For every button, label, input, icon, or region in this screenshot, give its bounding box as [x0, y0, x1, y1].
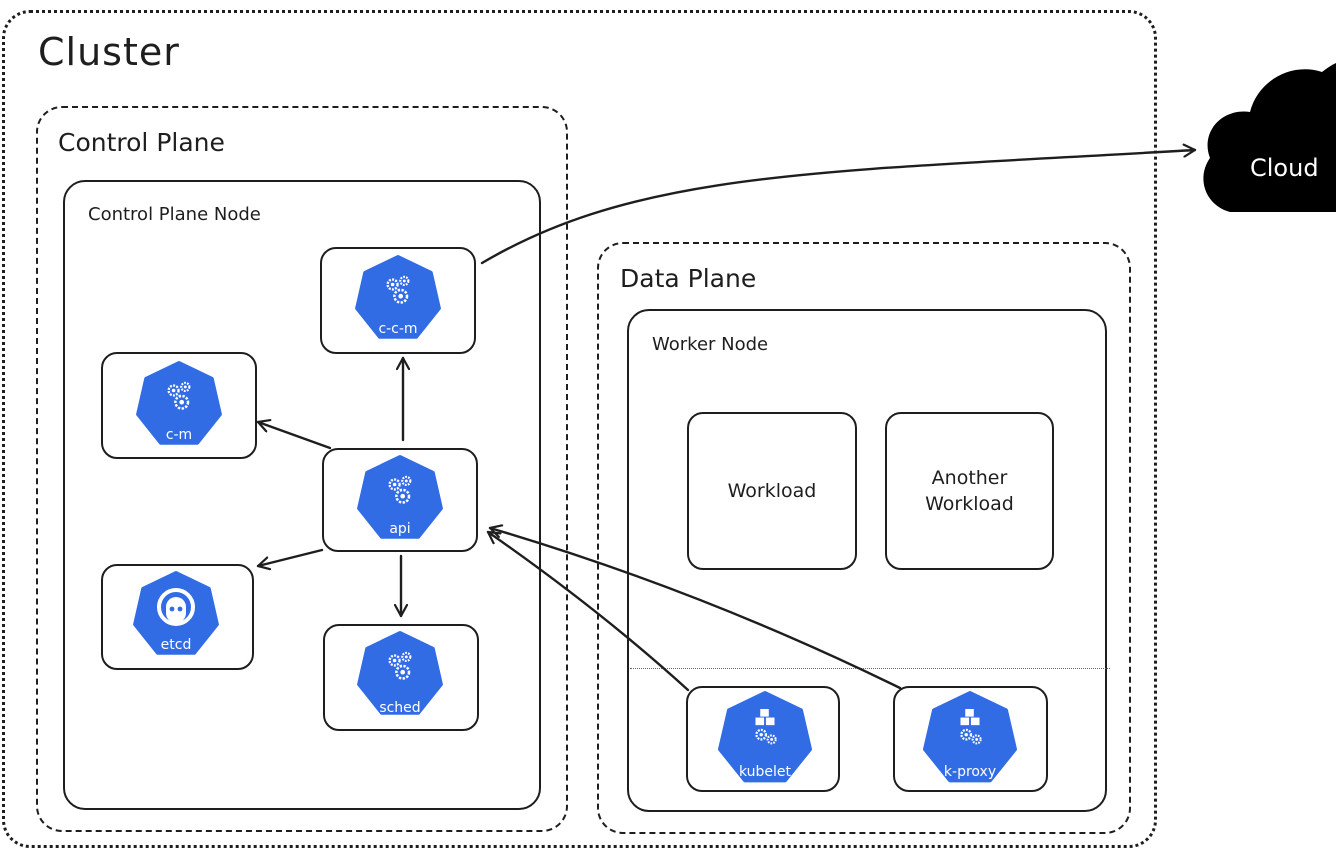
- kproxy-label: k-proxy: [944, 764, 996, 780]
- arrow-api-to-etcd: [256, 548, 324, 566]
- another-workload-line2: Workload: [925, 493, 1014, 515]
- control-plane-title: Control Plane: [58, 128, 225, 157]
- sched-label: sched: [379, 700, 420, 716]
- kubelet-badge: kubelet: [718, 691, 812, 783]
- cm-icon: [136, 361, 222, 445]
- kproxy-badge: k-proxy: [923, 691, 1017, 783]
- another-workload-line1: Another: [931, 467, 1008, 489]
- control-plane-node-title: Control Plane Node: [88, 204, 261, 225]
- cloud-icon[interactable]: Cloud: [1203, 60, 1336, 212]
- worker-node-title: Worker Node: [652, 334, 769, 355]
- etcd-badge: etcd: [133, 571, 219, 655]
- kubelet-label: kubelet: [739, 764, 792, 780]
- worker-node: [627, 309, 1107, 812]
- another-workload-box[interactable]: Another Workload: [885, 412, 1054, 570]
- cluster-title: Cluster: [38, 30, 180, 74]
- workload-box[interactable]: Workload: [687, 412, 857, 570]
- sched-badge: sched: [357, 631, 443, 716]
- kubelet-icon: [718, 691, 812, 783]
- arrow-api-to-cm: [256, 422, 332, 450]
- ccm-icon: [355, 255, 441, 339]
- api-badge: api: [357, 455, 443, 539]
- control-plane-node: [63, 180, 541, 810]
- arrow-ccm-to-cloud: [480, 150, 1197, 265]
- api-icon: [357, 455, 443, 539]
- kproxy-icon: [923, 691, 1017, 783]
- data-plane-boundary: [597, 242, 1131, 834]
- sched-icon: [357, 631, 443, 715]
- worker-node-divider: [630, 668, 1110, 669]
- ccm-label: c-c-m: [378, 321, 417, 337]
- arrow-kubelet-to-api: [486, 530, 690, 692]
- cm-badge: c-m: [136, 361, 222, 445]
- arrow-kproxy-to-api: [488, 528, 902, 690]
- data-plane-title: Data Plane: [620, 264, 757, 293]
- api-label: api: [389, 521, 410, 537]
- workload-label: Workload: [727, 480, 817, 502]
- another-workload-label: Another Workload: [887, 465, 1052, 517]
- cm-label: c-m: [166, 427, 192, 443]
- cluster-boundary: [2, 10, 1157, 848]
- etcd-label: etcd: [161, 637, 192, 653]
- control-plane-boundary: [36, 106, 568, 832]
- cloud-label: Cloud: [1250, 154, 1319, 182]
- ccm-badge: c-c-m: [355, 255, 441, 339]
